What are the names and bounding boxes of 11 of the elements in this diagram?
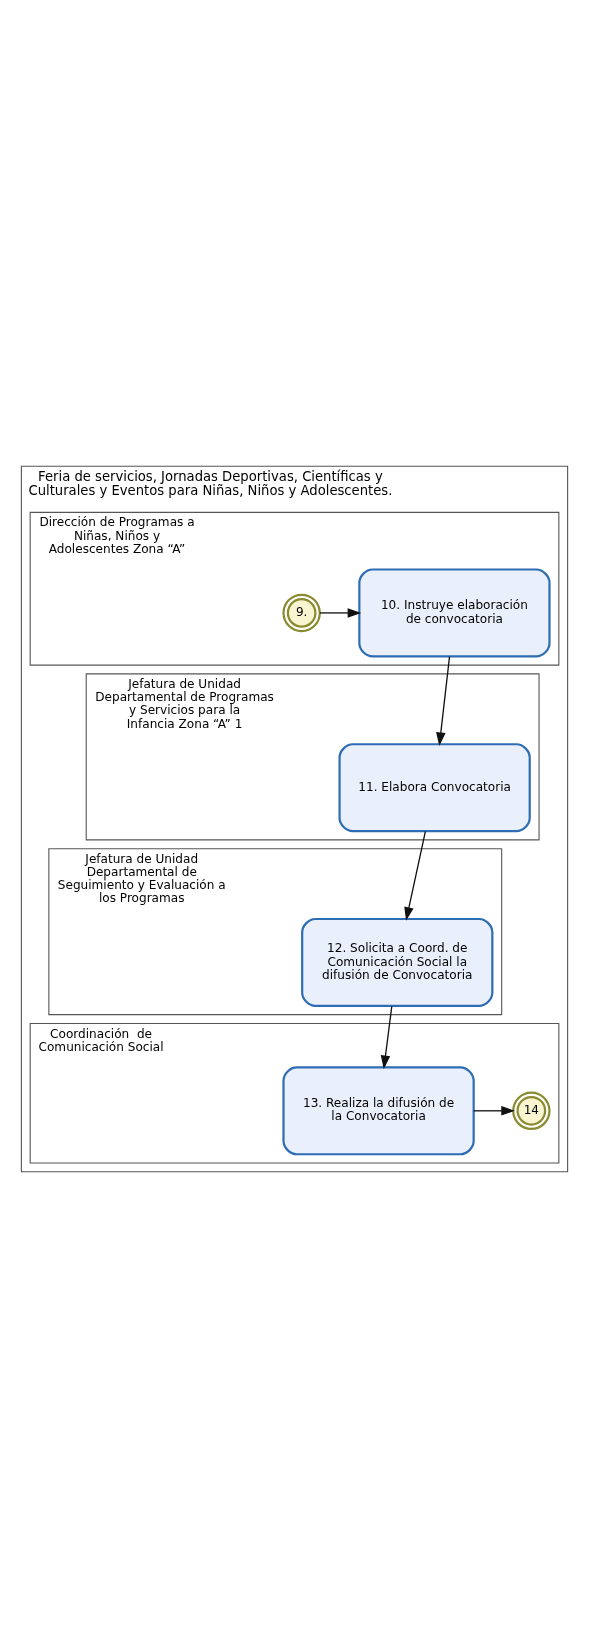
node-box: 10. Instruye elaboración de convocatoria	[358, 567, 551, 657]
arrow	[404, 830, 427, 921]
arrow	[436, 655, 451, 746]
node-circle: 9.	[282, 593, 321, 632]
arrow	[380, 1005, 393, 1069]
arrow	[319, 607, 362, 618]
node-box: 13. Realiza la difusión de la Convocatoria	[282, 1065, 475, 1155]
node-circle: 14	[512, 1091, 551, 1130]
node-box: 12. Solicita a Coord. de Comunicación Social la difusión de Convocatoria	[301, 917, 494, 1007]
node-box: 11. Elabora Convocatoria	[338, 742, 531, 832]
arrow	[473, 1105, 515, 1116]
